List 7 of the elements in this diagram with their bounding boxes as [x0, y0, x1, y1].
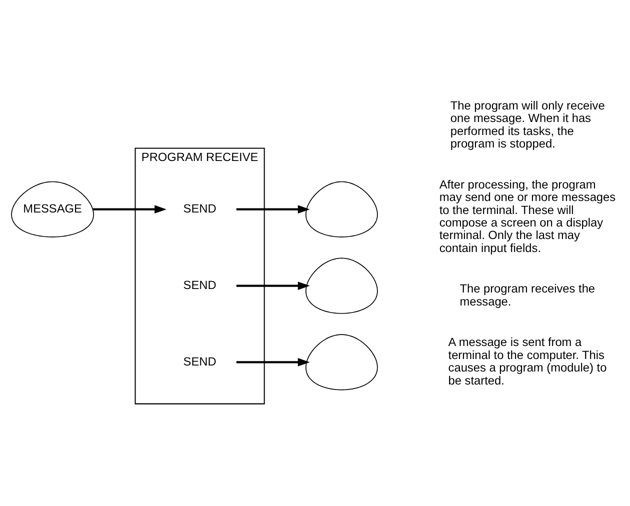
label: The program will only receive one message. When it has performed its tasks, the program is stopped.	[450, 98, 605, 150]
node-text: SEND	[183, 354, 216, 368]
node-text: SEND	[183, 277, 216, 292]
label: After processing, the program may send one or more messages to the terminal. These will compose a screen on a display terminal. Only the last may contain input fields.	[439, 176, 616, 254]
label: The program receives the message.	[460, 281, 596, 308]
node-text: SEND	[183, 200, 216, 215]
label: A message is sent from a terminal to the computer. This causes a program (module) to be started.	[448, 334, 607, 387]
